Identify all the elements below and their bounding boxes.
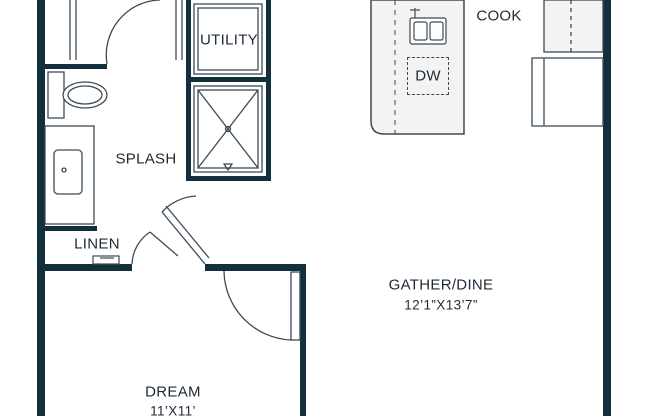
dishwasher-label: DW	[415, 67, 441, 85]
splash-left-wall	[186, 82, 191, 176]
outer-walls	[37, 0, 611, 416]
refrigerator	[531, 57, 604, 127]
bath-divider-wall	[186, 176, 271, 181]
dream-dimensions: 11’X11’	[150, 403, 196, 419]
bedroom-right-wall	[300, 268, 306, 416]
linen-shelf	[92, 255, 120, 265]
bathroom-floor-wall-2	[205, 264, 306, 271]
utility-label: UTILITY	[200, 31, 258, 49]
sink	[409, 8, 447, 45]
utility-bottom-wall	[186, 77, 271, 82]
dishwasher-outline	[407, 57, 449, 95]
gather-dine-dimensions: 12’1”X13’7”	[404, 297, 478, 313]
bath-door	[161, 195, 210, 265]
gather-dine-label: GATHER/DINE	[388, 276, 494, 294]
linen-label: LINEN	[74, 235, 120, 253]
kitchen-counter	[531, 0, 604, 127]
toilet	[47, 71, 108, 119]
closet-doors	[69, 0, 263, 75]
shower	[193, 85, 263, 173]
right-exterior-wall	[603, 0, 611, 416]
closet-top-wall	[37, 64, 107, 69]
utility-wall-right	[266, 0, 271, 82]
kitchen-island	[370, 0, 465, 135]
vanity	[44, 125, 95, 225]
bathroom-floor-wall	[37, 264, 132, 271]
splash-label: SPLASH	[115, 150, 177, 168]
utility-wall-left	[186, 0, 191, 80]
dream-label: DREAM	[145, 383, 201, 401]
left-exterior-wall	[37, 0, 45, 416]
cook-label: COOK	[476, 7, 522, 25]
bedroom-door	[223, 270, 301, 341]
linen-top-wall	[37, 226, 97, 231]
linen-door	[131, 231, 179, 265]
shower-right-wall	[266, 80, 271, 176]
